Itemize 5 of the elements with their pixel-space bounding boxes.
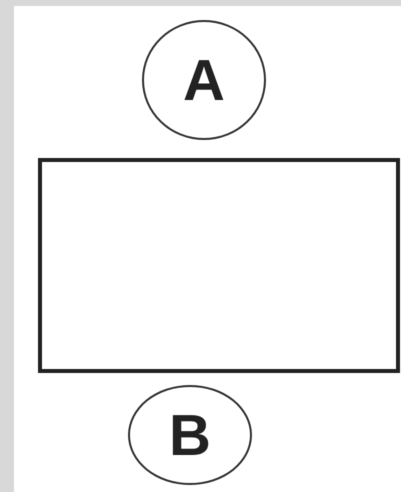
circle <box>142 20 266 140</box>
rectangle-box <box>38 158 400 373</box>
node-letter: B <box>169 402 211 468</box>
node-letter: A <box>183 46 225 114</box>
circle <box>128 385 252 485</box>
